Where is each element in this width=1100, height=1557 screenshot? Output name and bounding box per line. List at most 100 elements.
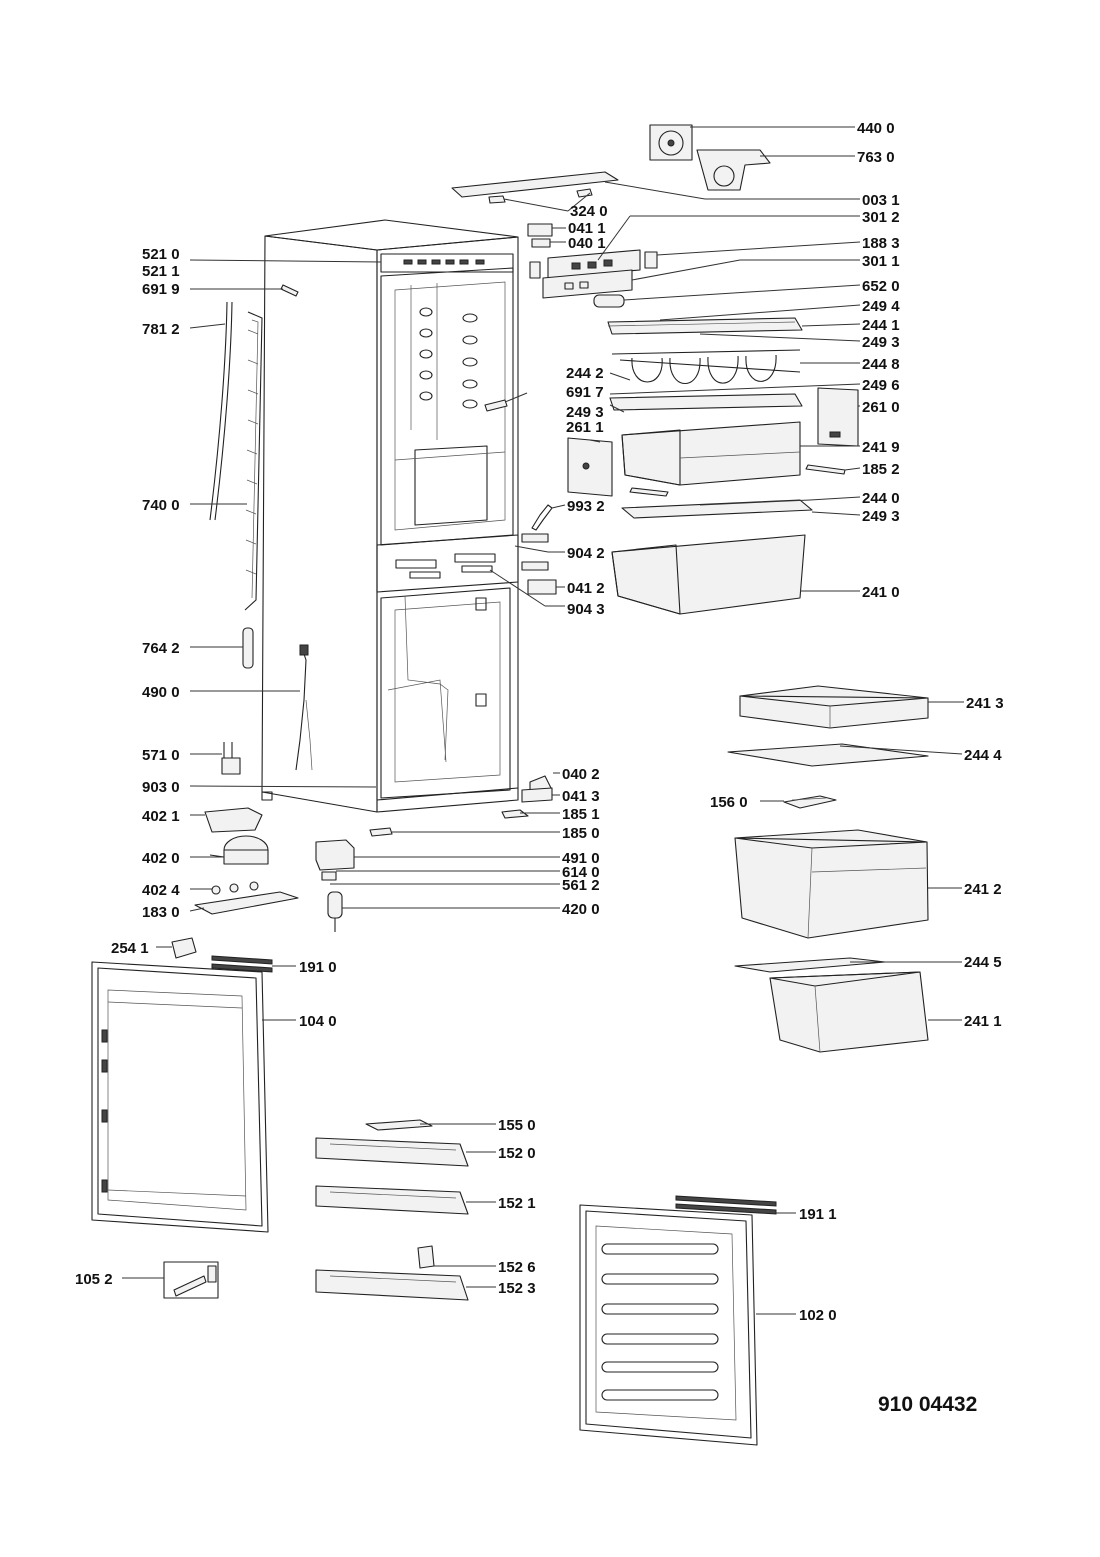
label-0413: 041 3 (562, 788, 600, 805)
label-2412: 241 2 (964, 881, 1002, 898)
part-7642-filter-dryer (242, 627, 254, 669)
part-2441-glass-shelf-top (607, 317, 803, 335)
part-2413-drawer-shallow (739, 685, 929, 729)
part-0411-hinge (527, 223, 553, 237)
label-3011: 301 1 (862, 253, 900, 270)
label-6140: 614 0 (562, 864, 600, 881)
document-number: 910 04432 (878, 1393, 977, 1416)
label-5612: 561 2 (562, 877, 600, 894)
label-4910: 491 0 (562, 850, 600, 867)
label-0031: 003 1 (862, 192, 900, 209)
part-2412-freezer-drawer-large (734, 829, 929, 939)
part-2445-glass-plate (734, 957, 886, 973)
part-9932-sensor (531, 504, 553, 531)
label-5211: 521 1 (142, 263, 180, 280)
label-9932: 993 2 (567, 498, 605, 515)
label-5210: 521 0 (142, 246, 180, 263)
part-7400-condenser (244, 311, 263, 611)
part-1052-hinge-kit (163, 1261, 219, 1299)
label-9043: 904 3 (567, 601, 605, 618)
label-7400: 740 0 (142, 497, 180, 514)
part-3240-plugs (488, 188, 593, 204)
part-2444-glass-plate (727, 743, 929, 767)
part-1830-compressor-rail (194, 891, 299, 915)
part-1526-clip (417, 1245, 435, 1269)
label-1526: 152 6 (498, 1259, 536, 1276)
label-1040: 104 0 (299, 1013, 337, 1030)
label-2493c: 249 3 (862, 508, 900, 525)
part-2419-crisper-drawer (621, 421, 801, 486)
label-2541: 254 1 (111, 940, 149, 957)
label-7812: 781 2 (142, 321, 180, 338)
part-2541-hinge-cover (171, 937, 197, 959)
label-1521: 152 1 (498, 1195, 536, 1212)
label-1523: 152 3 (498, 1280, 536, 1297)
label-1850: 185 0 (562, 825, 600, 842)
label-7630: 763 0 (857, 149, 895, 166)
label-2444: 244 4 (964, 747, 1002, 764)
part-1560-ice-tray (783, 795, 837, 809)
label-2441: 244 1 (862, 317, 900, 334)
label-1520: 152 0 (498, 1145, 536, 1162)
label-1883: 188 3 (862, 235, 900, 252)
label-6917: 691 7 (566, 384, 604, 401)
part-2440-glass-shelf (621, 499, 813, 519)
part-4900-power-cord (295, 644, 313, 771)
part-2493-shelf-middle (609, 393, 803, 411)
label-2419: 241 9 (862, 439, 900, 456)
label-9042: 904 2 (567, 545, 605, 562)
label-4200: 420 0 (562, 901, 600, 918)
label-4024: 402 4 (142, 882, 180, 899)
part-4024-feet (211, 881, 259, 895)
part-7630-fan-cover (696, 149, 771, 191)
label-7642: 764 2 (142, 640, 180, 657)
label-1911: 191 1 (799, 1206, 837, 1223)
part-2611-cover-left (567, 437, 613, 497)
label-4900: 490 0 (142, 684, 180, 701)
label-2411: 241 1 (964, 1013, 1002, 1030)
label-2496: 249 6 (862, 377, 900, 394)
label-4021: 402 1 (142, 808, 180, 825)
part-1040-fridge-door (91, 961, 269, 1233)
label-1830: 183 0 (142, 904, 180, 921)
part-4020-compressor (209, 835, 269, 865)
label-1910: 191 0 (299, 959, 337, 976)
part-4021-drip-tray (204, 807, 263, 833)
part-labels: 440 0 763 0 003 1 324 0 301 2 041 1 040 … (75, 120, 1004, 1324)
refrigerator-cabinet (261, 219, 519, 813)
label-2413: 241 3 (966, 695, 1004, 712)
label-2494: 249 4 (862, 298, 900, 315)
shelf-supports (419, 307, 478, 409)
part-0401-hinge (531, 238, 551, 248)
part-4400-fan-motor (649, 124, 693, 161)
label-2410: 241 0 (862, 584, 900, 601)
control-buttons (403, 259, 485, 265)
label-0411: 041 1 (568, 220, 606, 237)
part-6917-pin (484, 399, 508, 412)
label-2610: 261 0 (862, 399, 900, 416)
part-1883-light-cover (529, 251, 658, 279)
part-6520-lamp (593, 294, 625, 308)
label-1550: 155 0 (498, 1117, 536, 1134)
part-1850-part (369, 827, 393, 837)
label-2445: 244 5 (964, 954, 1002, 971)
part-0412-hinge (527, 579, 557, 595)
leader-lines (122, 126, 964, 1315)
part-1851-part (501, 809, 529, 819)
part-3011-control-panel (542, 269, 633, 299)
part-2411-freezer-drawer-bottom (769, 971, 929, 1053)
label-6919: 691 9 (142, 281, 180, 298)
label-1851: 185 1 (562, 806, 600, 823)
label-4400: 440 0 (857, 120, 895, 137)
label-2440: 244 0 (862, 490, 900, 507)
part-2448-wine-rack (611, 349, 801, 384)
part-1911-gasket (675, 1195, 777, 1215)
label-1052: 105 2 (75, 1271, 113, 1288)
label-5710: 571 0 (142, 747, 180, 764)
part-6919-pin (280, 284, 299, 297)
label-4020: 402 0 (142, 850, 180, 867)
label-6520: 652 0 (862, 278, 900, 295)
part-7812-drain-rod (209, 301, 233, 521)
label-2448: 244 8 (862, 356, 900, 373)
